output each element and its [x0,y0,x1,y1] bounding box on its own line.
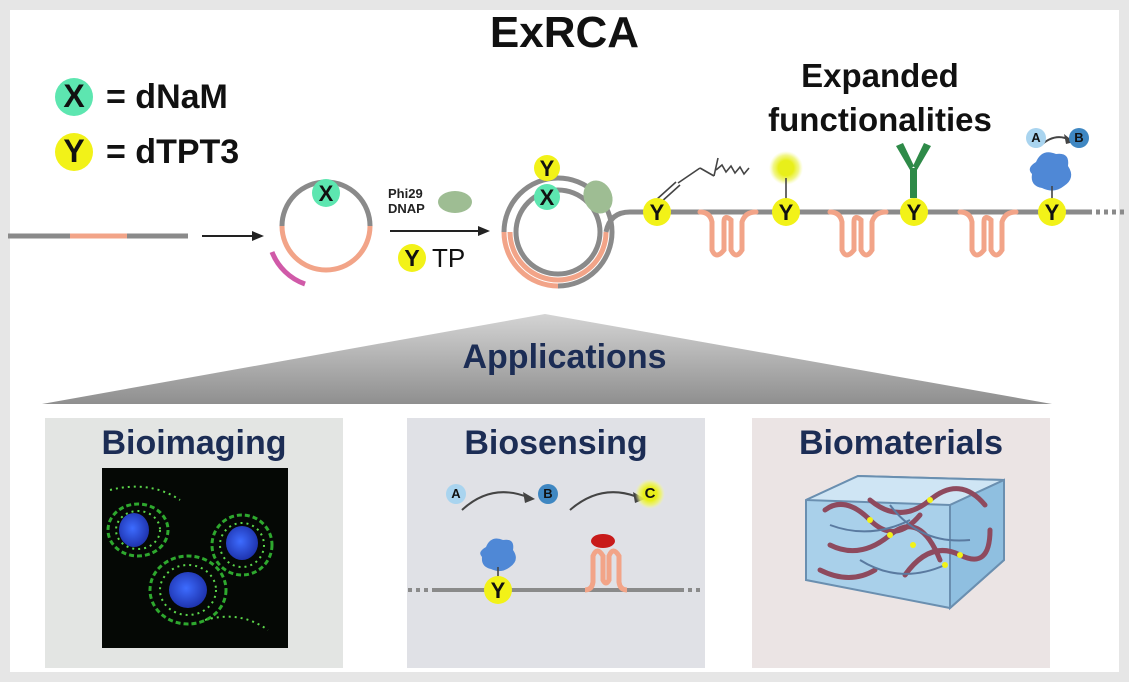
y-base-1-letter: Y [649,200,665,225]
phi29-polymerase-icon [438,191,472,213]
legend-x-circle [55,78,93,116]
y-base-2-letter: Y [778,200,794,225]
extended-strand [603,209,1124,233]
biosensing-y-letter: Y [490,578,506,603]
panel-title-bioimaging: Bioimaging [101,424,287,462]
product-b-letter: B [1074,130,1084,145]
legend-x-text: = dNaM [106,78,228,116]
biosensing-scheme [408,479,704,604]
y-base-4-letter: Y [1044,200,1060,225]
panel-title-biomaterials: Biomaterials [798,424,1004,462]
fluorophore-glow-icon [769,151,803,185]
y-base-rca [534,155,560,181]
biosensing-substrate-letter: A [451,486,461,501]
panel-biosensing [407,418,705,668]
y-base-2 [772,198,800,226]
y-base-3-letter: Y [906,200,922,225]
applications-roof [42,314,1052,404]
hairpins [697,209,1019,258]
x-base-template [312,179,340,207]
polymerase-label-line1: Phi29 [388,186,423,201]
polymerase-bound-icon [583,180,613,214]
x-base-rca [534,184,560,210]
cell-micrograph-image [102,468,288,648]
rca-product-circle [501,175,615,289]
ytp-base-icon [398,244,426,272]
y-base-rca-letter: Y [539,156,555,181]
legend-y-symbol: Y [63,133,85,169]
arrow-to-circularization [202,231,264,241]
x-base-template-letter: X [318,181,334,206]
legend-y-circle [55,133,93,171]
biosensing-signal-letter: C [644,485,656,502]
legend-x-symbol: X [63,78,85,114]
antibody-icon [896,143,931,198]
polymerase-arrow [390,226,490,236]
ytp-symbol: Y [404,245,420,271]
hydrogel-block-image [805,474,1005,611]
legend-y-text: = dTPT3 [106,133,240,171]
product-b-icon [1069,128,1089,148]
biosensing-product-letter: B [543,486,553,501]
applications-label: Applications [462,338,667,376]
primer [269,251,306,287]
figure-title: ExRCA [489,8,640,57]
y-base-4 [1038,198,1066,226]
panel-title-biosensing: Biosensing [464,424,648,462]
expanded-functionalities-line2: functionalities [768,101,992,138]
y-base-3 [900,198,928,226]
y-base-1 [643,198,671,226]
substrate-a-icon [1026,128,1046,148]
polymerase-label-line2: DNAP [388,201,425,216]
enzyme-icon [1029,152,1072,191]
ytp-suffix: TP [432,243,466,273]
x-base-rca-letter: X [539,185,555,210]
expanded-functionalities-line1: Expanded [801,57,959,94]
substrate-a-letter: A [1031,130,1041,145]
